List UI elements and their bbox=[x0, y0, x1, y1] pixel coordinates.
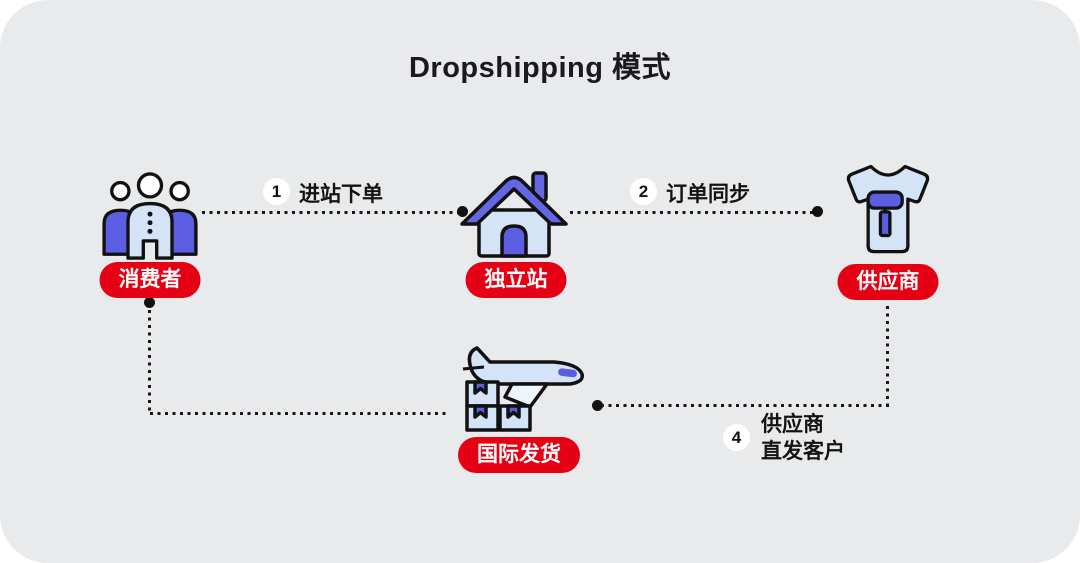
store-node bbox=[458, 168, 570, 260]
airplane-parcels-icon bbox=[462, 346, 584, 432]
connector-endpoint-dot-supplier bbox=[812, 206, 823, 217]
connector-endpoint-dot-store bbox=[457, 206, 468, 217]
diagram-title: Dropshipping 模式 bbox=[408, 52, 672, 84]
step-4-number: 4 bbox=[723, 424, 750, 451]
consumer-badge: 消费者 bbox=[99, 262, 201, 298]
step-2-label: 订单同步 bbox=[666, 183, 750, 206]
connector-endpoint-dot-shipping bbox=[592, 400, 603, 411]
step-4-label-line2: 直发客户 bbox=[761, 440, 845, 463]
step-4-label-line1: 供应商 bbox=[761, 413, 824, 436]
connector-consumer-down bbox=[148, 310, 151, 414]
shipping-node bbox=[450, 343, 596, 439]
step-1-number: 1 bbox=[263, 178, 290, 205]
step-1-label: 进站下单 bbox=[299, 183, 383, 206]
connector-store-to-supplier bbox=[570, 211, 816, 214]
supplier-badge: 供应商 bbox=[837, 264, 939, 300]
shipping-badge: 国际发货 bbox=[458, 437, 580, 473]
people-group-icon bbox=[102, 172, 198, 260]
step-2-number: 2 bbox=[630, 178, 657, 205]
tshirt-paint-roller-icon bbox=[846, 164, 930, 254]
connector-supplier-to-shipping bbox=[601, 404, 889, 407]
house-icon bbox=[460, 171, 568, 258]
consumer-node bbox=[97, 172, 203, 260]
connector-shipping-to-consumer bbox=[150, 412, 446, 415]
step-4-label: 供应商 直发客户 bbox=[761, 411, 845, 465]
connector-consumer-to-store bbox=[202, 211, 460, 214]
store-badge: 独立站 bbox=[465, 262, 567, 298]
supplier-node bbox=[836, 160, 940, 260]
connector-supplier-down bbox=[886, 306, 889, 406]
connector-endpoint-dot-consumer bbox=[144, 297, 155, 308]
